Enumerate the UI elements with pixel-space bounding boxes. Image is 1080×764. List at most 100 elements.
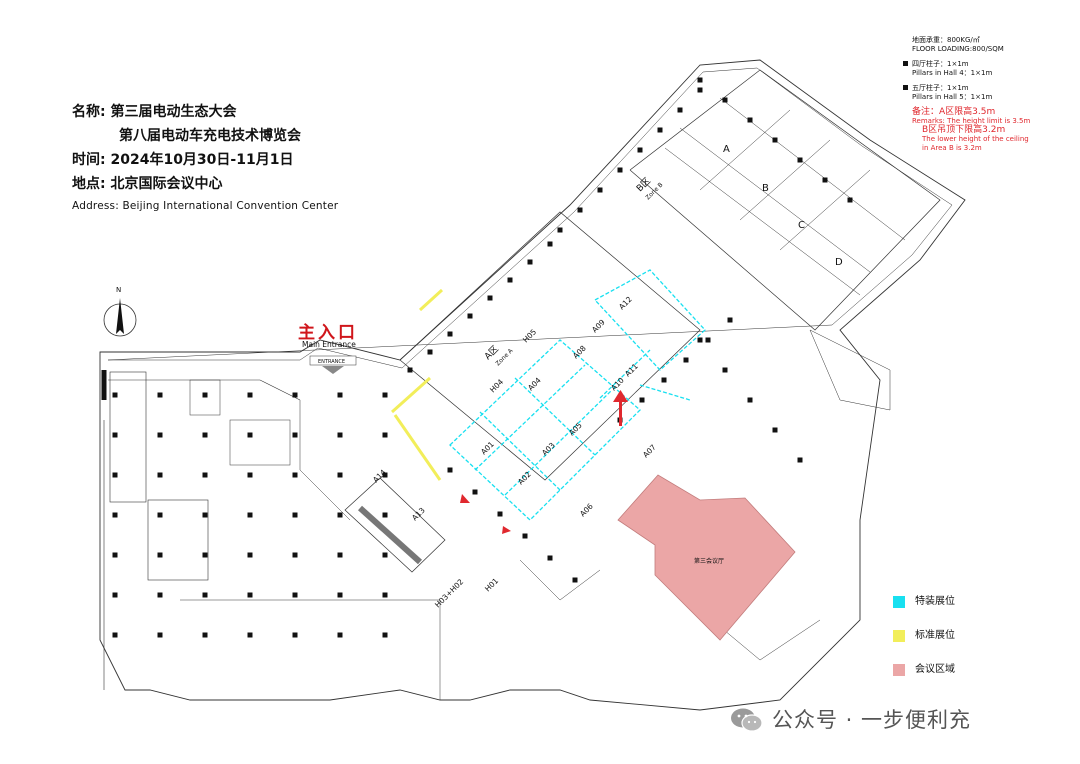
pillar bbox=[202, 432, 208, 438]
legend-label-standard: 标准展位 bbox=[915, 630, 955, 641]
pillar4-cn: 四厅柱子：1×1m bbox=[912, 60, 969, 68]
pillar bbox=[337, 632, 343, 638]
legend-swatch-standard bbox=[893, 630, 905, 642]
pillar bbox=[202, 512, 208, 518]
pillar bbox=[683, 357, 689, 363]
pillar bbox=[112, 432, 118, 438]
pillar bbox=[547, 241, 553, 247]
booth-a09: A09 bbox=[590, 318, 607, 335]
hall-a: A bbox=[723, 144, 730, 155]
pillar bbox=[292, 432, 298, 438]
pillar bbox=[292, 392, 298, 398]
pillar bbox=[292, 472, 298, 478]
pillar bbox=[677, 107, 683, 113]
left-stair bbox=[147, 499, 209, 581]
booth-a06: A06 bbox=[578, 502, 595, 519]
booth-a03: A03 bbox=[540, 441, 557, 458]
legend-swatch-special bbox=[893, 596, 905, 608]
remark-en: Remarks: The height limit is 3.5m bbox=[912, 117, 1031, 125]
pillar bbox=[697, 337, 703, 343]
pillar bbox=[822, 177, 828, 183]
pillar bbox=[247, 592, 253, 598]
pillar bbox=[727, 317, 733, 323]
pillar bbox=[247, 552, 253, 558]
pillar bbox=[247, 432, 253, 438]
pillar bbox=[202, 592, 208, 598]
b-limit-en1: The lower height of the ceiling bbox=[922, 135, 1029, 143]
pillar bbox=[202, 472, 208, 478]
pillar bbox=[382, 632, 388, 638]
pillar4-en: Pillars in Hall 4：1×1m bbox=[912, 69, 993, 77]
pillar bbox=[661, 377, 667, 383]
pillar bbox=[747, 397, 753, 403]
pillar bbox=[382, 552, 388, 558]
pillar bbox=[467, 313, 473, 319]
pillars bbox=[112, 77, 853, 638]
booth-a11: A11 bbox=[623, 362, 640, 379]
conference-room-label: 第三会议厅 bbox=[694, 557, 724, 565]
hall-b-frame bbox=[629, 69, 941, 331]
event-time-row: 时间: 2024年10月30日-11月1日 bbox=[72, 148, 338, 172]
pillar bbox=[547, 555, 553, 561]
pillar4-row: 四厅柱子：1×1m bbox=[903, 60, 1030, 69]
pillar bbox=[382, 392, 388, 398]
time-label: 时间: bbox=[72, 152, 106, 168]
booth-h03-h02: H03+H02 bbox=[433, 577, 465, 609]
pillar bbox=[337, 512, 343, 518]
pillar bbox=[797, 457, 803, 463]
entrance-sign bbox=[309, 355, 357, 374]
pillar bbox=[202, 552, 208, 558]
red-arrow-markers bbox=[460, 390, 628, 534]
pillar bbox=[522, 533, 528, 539]
pillar bbox=[637, 147, 643, 153]
booth-a07: A07 bbox=[641, 443, 658, 460]
building-inner bbox=[107, 67, 953, 369]
legend-swatch-meeting bbox=[893, 664, 905, 676]
pillar5-cn: 五厅柱子：1×1m bbox=[912, 84, 969, 92]
wechat-icon bbox=[731, 708, 763, 732]
pillar5-row: 五厅柱子：1×1m bbox=[903, 84, 1030, 93]
pillar bbox=[292, 512, 298, 518]
place-label: 地点: bbox=[72, 176, 106, 192]
pillar bbox=[747, 117, 753, 123]
pillar bbox=[772, 137, 778, 143]
pillar bbox=[407, 367, 413, 373]
pillar bbox=[557, 227, 563, 233]
pillar bbox=[337, 552, 343, 558]
remarks: 备注：A区限高3.5m Remarks: The height limit is… bbox=[912, 108, 1030, 153]
pillar bbox=[112, 552, 118, 558]
pillar bbox=[112, 632, 118, 638]
meeting-area bbox=[617, 474, 796, 641]
special-booth-area bbox=[449, 269, 706, 521]
pillar bbox=[382, 432, 388, 438]
pillar bbox=[697, 87, 703, 93]
pillar bbox=[157, 392, 163, 398]
event-name-row: 名称: 第三届电动生态大会 bbox=[72, 100, 338, 124]
pillar bbox=[772, 427, 778, 433]
pillar bbox=[382, 472, 388, 478]
event-info: 名称: 第三届电动生态大会 第八届电动车充电技术博览会 时间: 2024年10月… bbox=[72, 100, 338, 216]
pillar bbox=[247, 392, 253, 398]
event-place-row: 地点: 北京国际会议中心 bbox=[72, 172, 338, 196]
pillar bbox=[202, 632, 208, 638]
pillar bbox=[337, 392, 343, 398]
pillar bbox=[617, 167, 623, 173]
event-place: 北京国际会议中心 bbox=[110, 176, 223, 192]
notes-panel: 地面承重：800KG/㎡ FLOOR LOADING:800/SQM 四厅柱子：… bbox=[903, 36, 1030, 153]
pillar bbox=[382, 592, 388, 598]
pillar bbox=[337, 592, 343, 598]
booth-h05: H05 bbox=[521, 327, 538, 344]
stair-block bbox=[344, 477, 446, 573]
legend-item-special: 特装展位 bbox=[893, 596, 1053, 610]
booth-a01: A01 bbox=[479, 440, 496, 457]
pillar bbox=[722, 97, 728, 103]
hall-a-frame bbox=[399, 211, 701, 481]
pillar bbox=[337, 432, 343, 438]
pillar bbox=[292, 632, 298, 638]
pillar bbox=[597, 187, 603, 193]
pillar bbox=[112, 472, 118, 478]
pillar bbox=[639, 397, 645, 403]
pillar bbox=[697, 77, 703, 83]
event-address: Address: Beijing International Conventio… bbox=[72, 200, 339, 212]
pillar bbox=[112, 592, 118, 598]
